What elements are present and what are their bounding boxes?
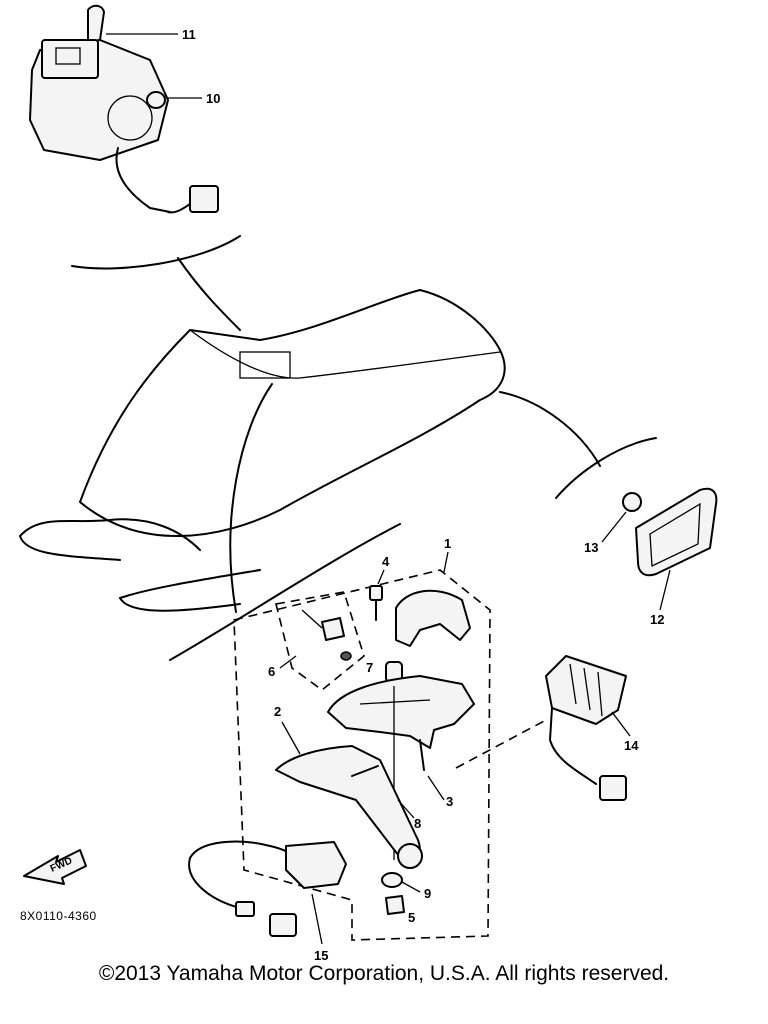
leader-4: [377, 569, 385, 585]
leader-15: [311, 893, 323, 945]
reflector-part: [622, 487, 718, 577]
wire-14-connector: [455, 719, 547, 769]
leader-9: [401, 881, 421, 893]
callout-7: 7: [366, 660, 373, 675]
subassembly-6-boundary: [275, 591, 365, 692]
leader-12: [659, 569, 671, 611]
callout-4: 4: [382, 554, 390, 569]
callout-15: 15: [314, 948, 328, 963]
leader-14: [611, 711, 631, 737]
callout-12: 12: [650, 612, 664, 627]
leader-8: [397, 799, 415, 819]
washer-9-part: [381, 872, 403, 888]
routing-line-lever: [229, 383, 273, 613]
diagram-code: 8X0110-4360: [20, 909, 97, 923]
leader-13: [601, 511, 627, 543]
relay-14-part: [545, 655, 627, 801]
screw-set-6-part: [301, 609, 352, 661]
switch-housing-part: [29, 4, 219, 214]
leader-1: [443, 551, 449, 573]
leader-3: [427, 775, 445, 801]
bolt-3-part: [419, 739, 425, 771]
callout-1: 1: [444, 536, 451, 551]
callout-3: 3: [446, 794, 453, 809]
callout-2: 2: [274, 704, 281, 719]
screw-4-part: [369, 585, 383, 621]
forward-arrow-icon: FWD: [23, 849, 87, 885]
copyright-notice: ©2013 Yamaha Motor Corporation, U.S.A. A…: [98, 962, 670, 985]
callout-14: 14: [624, 738, 639, 753]
callout-5: 5: [408, 910, 415, 925]
callout-10: 10: [206, 91, 220, 106]
callout-13: 13: [584, 540, 598, 555]
pivot-bolt-8-part: [351, 765, 379, 777]
assembly-1-boundary: [233, 569, 491, 941]
routing-line-switch: [177, 257, 241, 331]
callout-6: 6: [268, 664, 275, 679]
callout-8: 8: [414, 816, 421, 831]
routing-line-reflector: [499, 391, 601, 467]
leader-2: [281, 721, 301, 755]
switch-15-part: [188, 840, 347, 937]
lever-cover-part: [395, 589, 471, 647]
lever-bracket-part: [327, 675, 475, 749]
callout-9: 9: [424, 886, 431, 901]
snowmobile-body: [19, 235, 657, 661]
nut-5-part: [385, 895, 405, 915]
leader-6: [279, 655, 297, 669]
callout-11: 11: [182, 27, 196, 42]
